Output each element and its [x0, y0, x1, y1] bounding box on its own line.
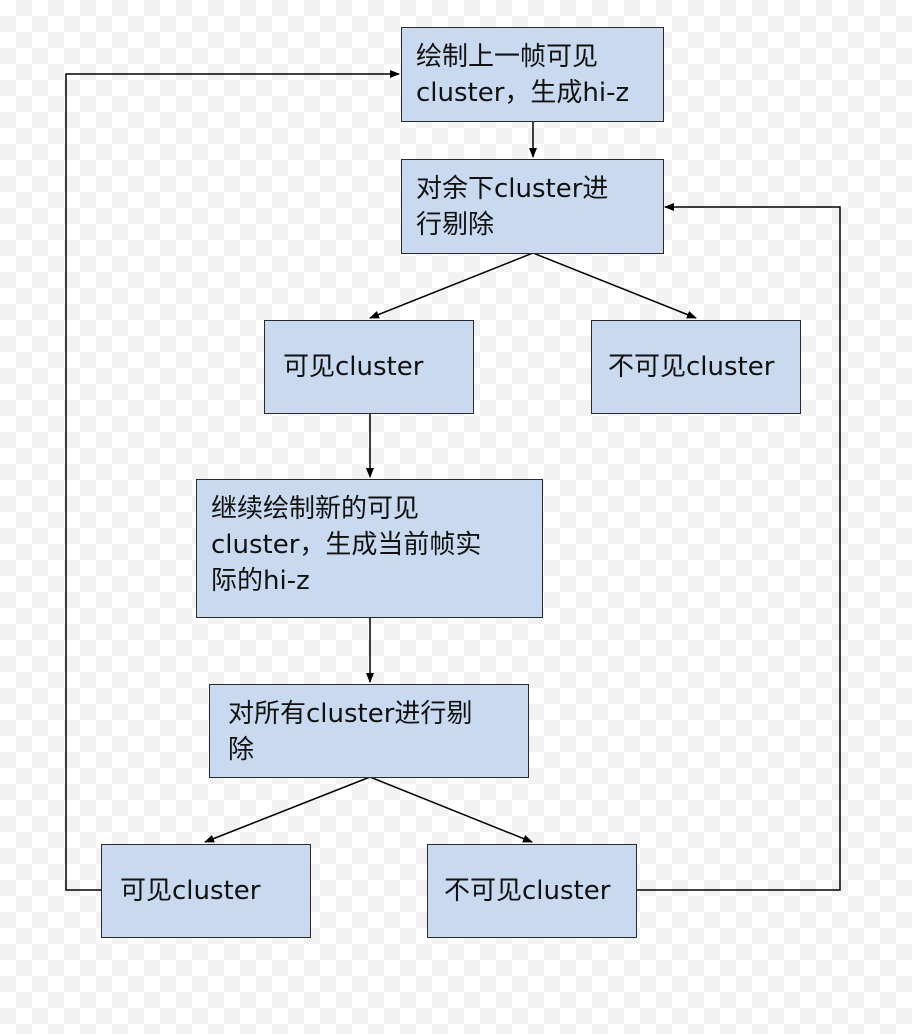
arrow-n2-to-n3 — [369, 252, 534, 319]
arrow-n2-to-n4 — [532, 252, 697, 319]
node-draw-new-visible: 继续绘制新的可见 cluster，生成当前帧实 际的hi-z — [196, 479, 543, 618]
node-invisible-2: 不可见cluster — [427, 844, 637, 938]
node-invisible-1: 不可见cluster — [591, 320, 801, 414]
loop-arrow-n7-to-n1 — [65, 70, 400, 891]
arrow-n6-to-n7 — [204, 776, 371, 843]
node-cull-remaining: 对余下cluster进 行剔除 — [401, 159, 664, 254]
node-visible-2: 可见cluster — [101, 844, 311, 938]
node-draw-previous-visible: 绘制上一帧可见 cluster，生成hi-z — [401, 27, 664, 122]
arrow-n6-to-n8 — [369, 776, 533, 843]
node-visible-1: 可见cluster — [264, 320, 474, 414]
node-cull-all: 对所有cluster进行剔 除 — [209, 684, 529, 778]
loop-arrow-n8-to-n2 — [637, 203, 841, 891]
